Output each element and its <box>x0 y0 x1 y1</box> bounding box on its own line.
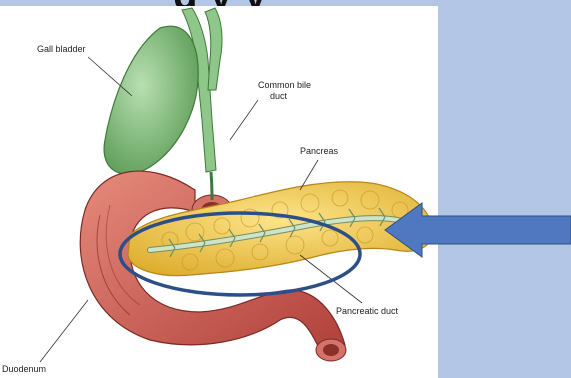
label-common-bile-duct: Common bile <box>258 80 311 90</box>
label-pancreas: Pancreas <box>300 146 339 156</box>
label-duodenum: Duodenum <box>2 364 46 374</box>
common-bile-duct <box>211 172 212 200</box>
gall-bladder <box>104 8 222 174</box>
label-pancreatic-duct: Pancreatic duct <box>336 306 399 316</box>
label-gall-bladder: Gall bladder <box>37 44 86 54</box>
pointer-arrow <box>385 203 571 257</box>
label-common-bile-duct-2: duct <box>270 91 288 101</box>
